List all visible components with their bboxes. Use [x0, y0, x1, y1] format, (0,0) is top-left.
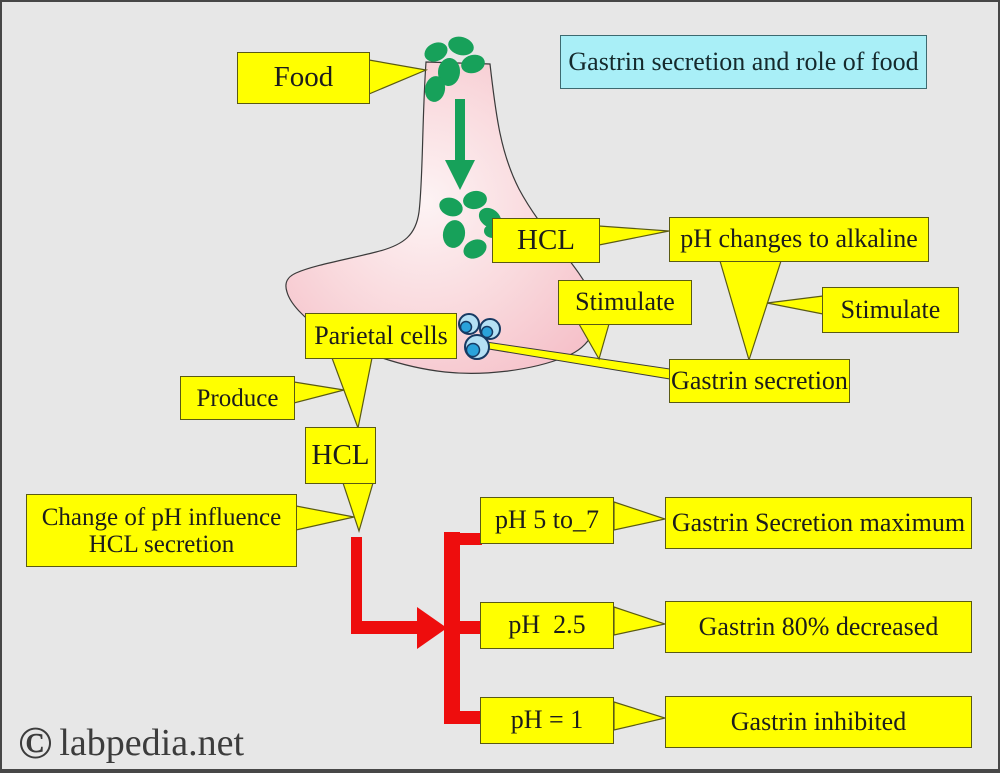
food-label: Food	[237, 52, 370, 104]
produce-callout-pointer	[293, 381, 345, 404]
ph-row2-result-label: Gastrin 80% decreased	[665, 601, 972, 653]
ph-row3-ph-label: pH = 1	[480, 697, 614, 744]
parietal-cell-icon	[458, 313, 501, 360]
stimulate-right-label: Stimulate	[822, 287, 959, 333]
ph-change-line1: Change of pH influence	[41, 503, 282, 531]
copyright-site: labpedia.net	[59, 722, 245, 764]
ph-row1-ph-label: pH 5 to_7	[480, 497, 614, 544]
copyright-icon: ©	[18, 717, 53, 768]
hcl-lower-label: HCL	[305, 427, 376, 484]
ph-alkaline-callout-pointer	[719, 260, 782, 363]
copyright: © labpedia.net	[18, 720, 244, 766]
hcl-top-label: HCL	[492, 218, 600, 263]
ph-change-label: Change of pH influence HCL secretion	[26, 494, 297, 567]
gastrin-secretion-label: Gastrin secretion	[669, 359, 850, 403]
food-bolus-top-icon	[424, 36, 485, 102]
down-arrow-icon	[445, 99, 475, 190]
ph-row2-callout-pointer	[613, 606, 668, 636]
ph-change-line2: HCL secretion	[88, 530, 235, 558]
ph-change-callout-pointer	[295, 505, 355, 531]
ph-row1-callout-pointer	[613, 501, 668, 531]
stimulate-right-callout-pointer	[766, 295, 824, 315]
produce-label: Produce	[180, 376, 295, 420]
hcl-top-callout-pointer	[598, 225, 670, 246]
food-callout-pointer	[368, 59, 429, 95]
parietal-callout-pointer	[331, 357, 373, 431]
ph-row1-result-label: Gastrin Secretion maximum	[665, 497, 972, 549]
stimulate-upper-label: Stimulate	[558, 280, 692, 325]
ph-row2-ph-label: pH 2.5	[480, 602, 614, 649]
red-branch-arrow	[351, 532, 482, 724]
hcl-lower-callout-pointer	[342, 482, 374, 534]
ph-alkaline-label: pH changes to alkaline	[669, 217, 929, 262]
ph-row3-callout-pointer	[613, 701, 668, 731]
parietal-cells-label: Parietal cells	[305, 313, 457, 359]
diagram-title: Gastrin secretion and role of food	[560, 35, 927, 89]
ph-row3-result-label: Gastrin inhibited	[665, 696, 972, 748]
